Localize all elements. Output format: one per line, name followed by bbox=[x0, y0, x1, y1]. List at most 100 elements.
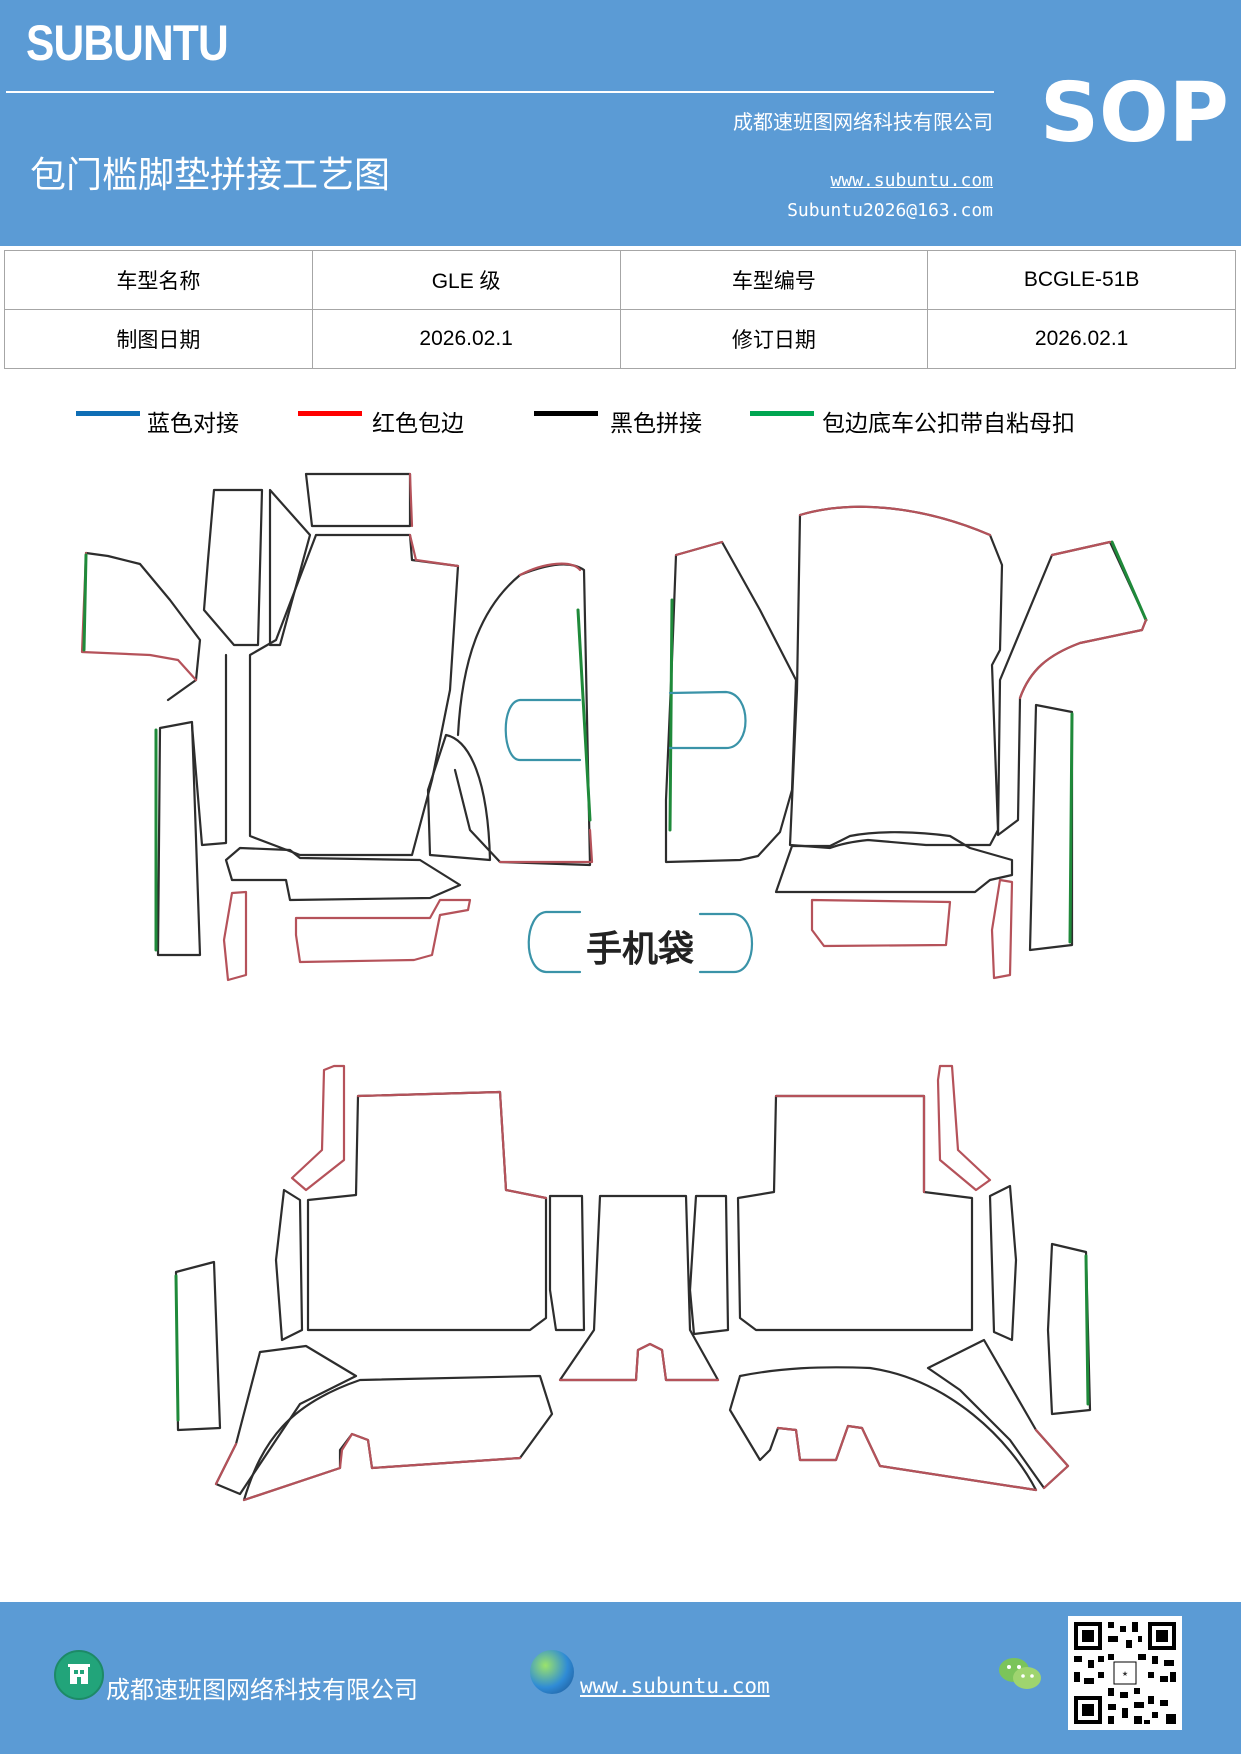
mat-piece bbox=[1034, 1428, 1070, 1490]
phone-pocket-label: 手机袋 bbox=[586, 929, 695, 970]
legend: 蓝色对接 红色包边 黑色拼接 包边底车公扣带自粘母扣 bbox=[0, 400, 1241, 440]
mat-piece bbox=[558, 1342, 720, 1382]
mat-piece bbox=[274, 1188, 304, 1342]
mat-piece bbox=[408, 472, 414, 528]
mat-piece bbox=[242, 1432, 522, 1502]
header-divider bbox=[6, 91, 994, 93]
svg-text:★: ★ bbox=[1122, 1670, 1128, 1678]
table-cell: 2026.02.1 bbox=[927, 309, 1236, 369]
mat-piece bbox=[202, 488, 264, 647]
table-cell: 修订日期 bbox=[619, 309, 929, 369]
pocket-piece-left bbox=[527, 910, 582, 974]
phone-pocket bbox=[527, 910, 753, 974]
header: SUBUNTU 成都速班图网络科技有限公司 包门槛脚垫拼接工艺图 www.sub… bbox=[0, 0, 1241, 246]
mat-piece bbox=[1046, 1242, 1092, 1416]
mat-piece bbox=[290, 1064, 346, 1192]
mat-piece bbox=[174, 1260, 222, 1432]
info-table: 车型名称 GLE 级 车型编号 BCGLE-51B 制图日期 2026.02.1… bbox=[4, 250, 1236, 369]
legend-swatch bbox=[750, 411, 814, 416]
table-cell: BCGLE-51B bbox=[927, 250, 1236, 310]
mat-piece bbox=[788, 505, 1004, 850]
mat-piece bbox=[988, 1184, 1018, 1342]
mat-piece bbox=[426, 733, 492, 862]
mat-piece bbox=[1068, 712, 1074, 944]
table-cell: GLE 级 bbox=[311, 250, 621, 310]
table-cell: 车型名称 bbox=[4, 250, 313, 310]
header-website-link[interactable]: www.subuntu.com bbox=[830, 170, 993, 191]
mat-piece bbox=[242, 1374, 554, 1502]
mat-piece bbox=[214, 1442, 238, 1486]
sop-badge: SOP bbox=[1040, 66, 1229, 161]
mat-piece bbox=[268, 488, 312, 647]
header-company: 成都速班图网络科技有限公司 bbox=[733, 110, 993, 134]
footer: 成都速班图网络科技有限公司 www.subuntu.com ★ bbox=[0, 1602, 1241, 1754]
page-title: 包门槛脚垫拼接工艺图 bbox=[30, 155, 391, 196]
mat-piece bbox=[294, 898, 472, 964]
mat-piece bbox=[504, 698, 582, 762]
mat-piece bbox=[688, 1194, 730, 1336]
mat-piece bbox=[1028, 703, 1074, 952]
globe-icon bbox=[530, 1650, 574, 1694]
legend-label: 包边底车公扣带自粘母扣 bbox=[822, 411, 1075, 437]
mat-piece bbox=[498, 828, 594, 864]
mat-piece bbox=[1018, 618, 1148, 700]
rear-right-mats bbox=[688, 1064, 1092, 1492]
mat-piece bbox=[248, 533, 460, 857]
mat-piece bbox=[82, 553, 88, 652]
mat-piece bbox=[664, 540, 798, 864]
pocket-piece-right bbox=[698, 912, 753, 974]
mat-piece bbox=[576, 608, 592, 822]
mat-piece bbox=[774, 1094, 926, 1194]
qr-code: ★ bbox=[1068, 1616, 1182, 1730]
mat-piece bbox=[356, 1090, 548, 1200]
mat-piece bbox=[156, 720, 202, 957]
brand-logo: SUBUNTU bbox=[26, 15, 229, 71]
mat-piece bbox=[453, 563, 592, 867]
front-right-mats bbox=[664, 505, 1148, 980]
mat-piece bbox=[668, 598, 674, 832]
mat-piece bbox=[222, 890, 248, 982]
mat-piece bbox=[776, 1424, 1038, 1492]
legend-label: 蓝色对接 bbox=[147, 411, 239, 437]
mat-piece bbox=[80, 551, 198, 682]
table-cell: 制图日期 bbox=[4, 309, 313, 369]
mat-piece bbox=[936, 1064, 992, 1192]
table-row: 制图日期 2026.02.1 修订日期 2026.02.1 bbox=[4, 309, 1236, 369]
mat-piece bbox=[1110, 540, 1148, 622]
mat-piece bbox=[728, 1366, 1038, 1492]
table-cell: 2026.02.1 bbox=[311, 309, 621, 369]
front-left-mats bbox=[80, 472, 594, 982]
mat-piece bbox=[224, 846, 462, 902]
mat-piece bbox=[518, 562, 582, 577]
rear-left-mats bbox=[174, 1064, 586, 1502]
header-email: Subuntu2026@163.com bbox=[787, 200, 993, 221]
wechat-icon bbox=[999, 1658, 1041, 1689]
mat-piece bbox=[84, 551, 202, 702]
mat-piece bbox=[408, 533, 460, 568]
mat-piece bbox=[214, 1344, 358, 1496]
mat-piece bbox=[174, 1274, 180, 1422]
legend-label: 红色包边 bbox=[372, 411, 464, 437]
mat-piece bbox=[810, 898, 952, 948]
table-row: 车型名称 GLE 级 车型编号 BCGLE-51B bbox=[4, 250, 1236, 310]
mat-piece bbox=[304, 472, 412, 528]
footer-company: 成都速班图网络科技有限公司 bbox=[106, 1676, 418, 1704]
legend-swatch bbox=[298, 411, 362, 416]
mat-piece bbox=[798, 505, 992, 537]
mat-piece bbox=[990, 878, 1014, 980]
mat-piece bbox=[548, 1194, 586, 1332]
table-cell: 车型编号 bbox=[619, 250, 929, 310]
mat-piece bbox=[668, 690, 747, 750]
mat-piece bbox=[1050, 540, 1112, 557]
footer-website-link[interactable]: www.subuntu.com bbox=[580, 1674, 770, 1698]
mat-piece bbox=[1084, 1254, 1090, 1406]
mat-piece bbox=[190, 653, 228, 847]
building-icon bbox=[54, 1650, 104, 1700]
legend-swatch bbox=[534, 411, 598, 416]
center-tunnel-mat bbox=[558, 1194, 720, 1382]
legend-swatch bbox=[76, 411, 140, 416]
mat-piece bbox=[736, 1094, 974, 1332]
mat-piece bbox=[674, 540, 724, 557]
mat-piece bbox=[774, 831, 1014, 894]
